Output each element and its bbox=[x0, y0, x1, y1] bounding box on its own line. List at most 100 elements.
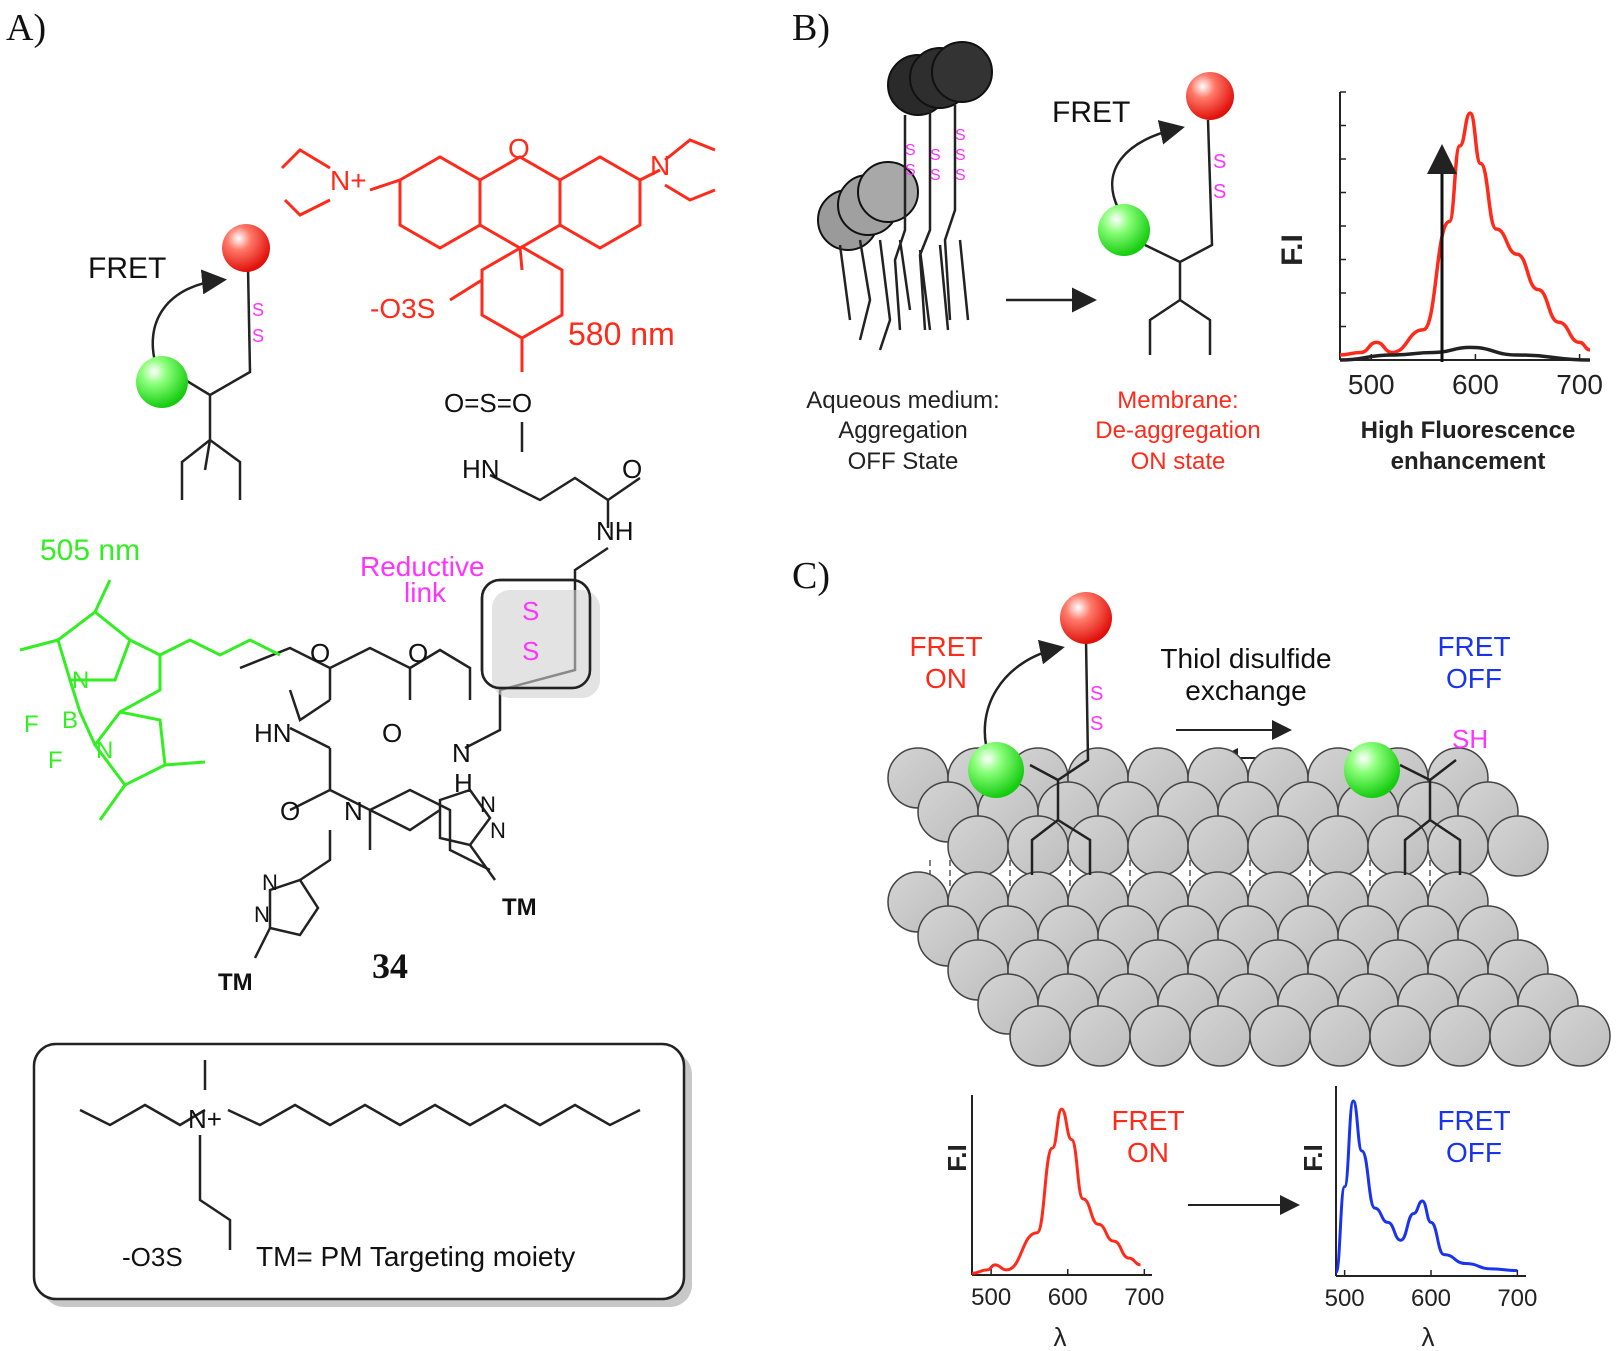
svg-text:S: S bbox=[930, 147, 941, 164]
acceptor-sphere-c-icon bbox=[1060, 592, 1112, 644]
membrane-bilayer bbox=[887, 747, 1611, 1067]
triazole-n-3: N bbox=[262, 870, 278, 895]
fret-on-2: ON bbox=[925, 663, 967, 694]
tm-atom-nplus: N+ bbox=[188, 1104, 222, 1134]
membrane-probe-on: S S bbox=[968, 592, 1112, 875]
lipid-head-bead bbox=[1129, 1005, 1191, 1067]
panel-b-label: B) bbox=[792, 7, 830, 49]
probe-c-backbone bbox=[1029, 639, 1092, 875]
chart-c-right-label-2: OFF bbox=[1446, 1137, 1502, 1168]
caption-right-1: High Fluorescence bbox=[1361, 417, 1576, 444]
probe-c-s2: S bbox=[1090, 713, 1103, 735]
chart-b-ylabel: F.I bbox=[1276, 234, 1309, 266]
xanthene-ring-center bbox=[478, 155, 562, 250]
svg-text:S: S bbox=[955, 167, 966, 184]
atom-o-amide3: O bbox=[280, 796, 300, 826]
membrane-probe-off: SH bbox=[1344, 724, 1488, 875]
atom-hn2: HN bbox=[254, 718, 292, 748]
donor-sphere-off-icon bbox=[1344, 742, 1400, 798]
sulfophenyl-ring bbox=[480, 245, 564, 340]
atom-o-carb2: O bbox=[382, 718, 402, 748]
chart-x-tick-label: 700 bbox=[1497, 1285, 1537, 1312]
atom-n-central: N bbox=[344, 796, 363, 826]
chart-series-line-0 bbox=[1334, 1099, 1518, 1274]
lipid-head-bead bbox=[947, 815, 1009, 877]
probe-b-s2: S bbox=[1213, 181, 1226, 203]
tm-label-1: TM bbox=[502, 894, 537, 921]
exchange-label-2: exchange bbox=[1185, 675, 1306, 706]
mini-ss-2: S bbox=[252, 326, 264, 346]
caption-left-1: Aqueous medium: bbox=[806, 387, 999, 414]
acceptor-sphere-icon bbox=[222, 224, 270, 272]
chart-series-line-0 bbox=[1339, 111, 1591, 357]
triazole-n-4: N bbox=[254, 902, 270, 927]
wavelength-505-label: 505 nm bbox=[40, 534, 140, 567]
lipid-head-bead bbox=[1189, 1005, 1251, 1067]
probe-b-s1: S bbox=[1213, 151, 1226, 173]
atom-n-right: N bbox=[650, 150, 670, 181]
bodipy-n2: N bbox=[96, 737, 113, 764]
caption-mid-1: Membrane: bbox=[1117, 387, 1238, 414]
mini-probe-schematic: FRET S S bbox=[88, 224, 270, 500]
triazole-n-1: N bbox=[480, 792, 496, 817]
lipid-head-bead bbox=[1127, 815, 1189, 877]
pyrrole-ring-bottom bbox=[93, 710, 167, 787]
atom-o-amide1: O bbox=[622, 454, 642, 484]
tm-atom-so3: -O3S bbox=[122, 1242, 183, 1272]
svg-text:S: S bbox=[905, 162, 916, 179]
svg-text:S: S bbox=[930, 167, 941, 184]
fret-label-b: FRET bbox=[1052, 96, 1130, 129]
caption-mid-2: De-aggregation bbox=[1095, 417, 1260, 444]
caption-right-2: enhancement bbox=[1391, 448, 1546, 475]
svg-text:S: S bbox=[955, 127, 966, 144]
bodipy-f1: F bbox=[24, 711, 39, 738]
lipid-head-bead bbox=[1307, 815, 1369, 877]
aggregate-cluster: S S S S S S S bbox=[817, 41, 993, 351]
caption-left: Aqueous medium: Aggregation OFF State bbox=[806, 387, 999, 475]
chart-series-line-0 bbox=[971, 1107, 1141, 1275]
rhodamine-structure bbox=[280, 138, 716, 372]
svg-text:S: S bbox=[905, 142, 916, 159]
chart-c-left-xlabel: λ bbox=[1054, 1322, 1067, 1351]
triazole-n-2: N bbox=[490, 818, 506, 843]
thiol-label: SH bbox=[1452, 724, 1488, 754]
atom-o-ring: O bbox=[508, 133, 530, 164]
fret-arrow-a bbox=[151, 269, 227, 373]
compound-number: 34 bbox=[372, 946, 408, 986]
chart-x-tick-label: 500 bbox=[971, 1284, 1011, 1311]
svg-text:S: S bbox=[955, 147, 966, 164]
chart-x-tick-label: 600 bbox=[1452, 369, 1499, 400]
tm-label-2: TM bbox=[218, 969, 253, 996]
atom-nh1: NH bbox=[596, 516, 634, 546]
caption-mid: Membrane: De-aggregation ON state bbox=[1095, 387, 1260, 475]
reductive-label-2: link bbox=[404, 577, 447, 608]
reductive-link-frame bbox=[480, 578, 592, 690]
membrane-probe: FRET S S bbox=[1052, 72, 1234, 355]
chart-x-tick-label: 500 bbox=[1325, 1285, 1365, 1312]
probe-b-backbone bbox=[1138, 119, 1214, 355]
chart-x-tick-label: 700 bbox=[1556, 369, 1603, 400]
atom-o-amide2: O bbox=[310, 638, 330, 668]
chart-c-left-ylabel: F.I bbox=[942, 1144, 972, 1171]
bodipy-structure bbox=[19, 579, 281, 821]
exchange-label-1: Thiol disulfide bbox=[1160, 643, 1331, 674]
atom-n2: N bbox=[452, 738, 471, 768]
panel-c: C) FRET ON Thiol disulfide exchange FRET… bbox=[792, 555, 1611, 1351]
triazole-ring-right bbox=[438, 788, 492, 847]
lipid-head-bead bbox=[1249, 1005, 1311, 1067]
panel-c-label: C) bbox=[792, 555, 830, 597]
chart-c-left-label-1: FRET bbox=[1111, 1105, 1184, 1136]
atom-hn1: HN bbox=[462, 454, 500, 484]
lipid-head-bead bbox=[1429, 1005, 1491, 1067]
atom-o-carb1: O bbox=[408, 638, 428, 668]
atom-so3: -O3S bbox=[370, 293, 435, 324]
lipid-head-bead bbox=[1549, 1005, 1611, 1067]
donor-sphere-icon bbox=[136, 356, 188, 408]
reductive-label-1: Reductive bbox=[360, 551, 485, 582]
lipid-head-bead bbox=[1007, 815, 1069, 877]
panel-a-label: A) bbox=[6, 7, 46, 49]
